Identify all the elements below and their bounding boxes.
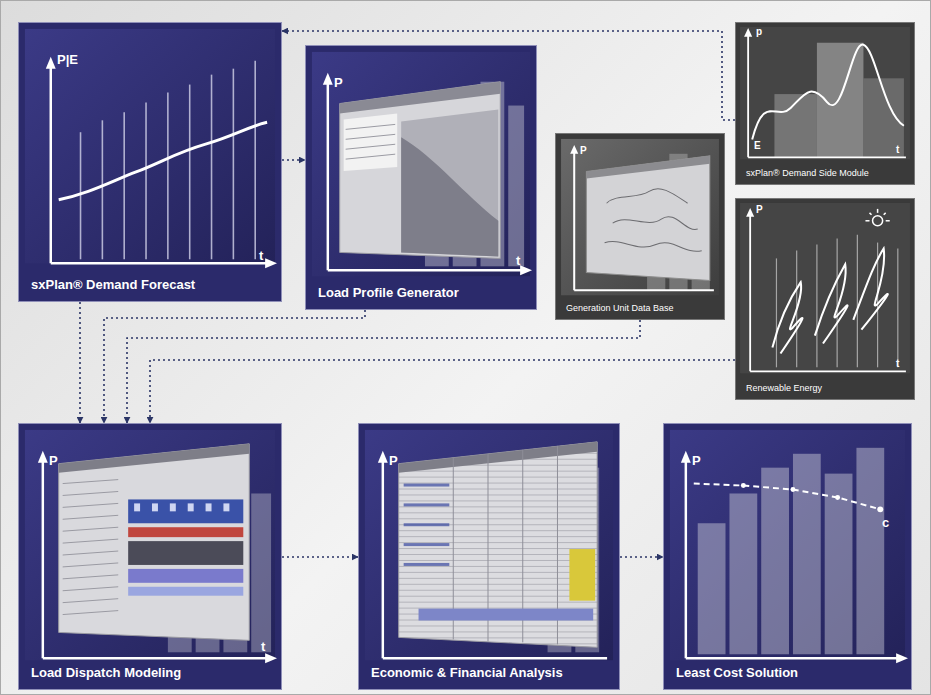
panel-caption: Least Cost Solution <box>676 665 901 680</box>
axis-label: P <box>580 146 587 156</box>
generation-database-panel: Generation Unit Data Base P <box>555 133 725 320</box>
financial-table-chart <box>359 424 619 689</box>
axis-label: t <box>259 249 263 262</box>
load-profile-panel: Load Profile Generator Pt <box>305 45 537 310</box>
least-cost-panel: Least Cost Solution Pc <box>663 423 912 690</box>
panel-caption: Load Profile Generator <box>318 285 526 300</box>
panel-caption: Economic & Financial Analysis <box>371 665 609 680</box>
generation-database-screen <box>556 134 724 319</box>
demand-forecast-panel: sxPlan® Demand Forecast P|E t <box>18 22 282 302</box>
dotted-arrow <box>282 556 358 558</box>
axis-label: t <box>261 640 265 653</box>
axis-label: t <box>896 145 899 155</box>
financial-analysis-panel: Economic & Financial Analysis P <box>358 423 620 690</box>
load-dispatch-chart <box>19 424 281 689</box>
axis-label: P <box>389 454 398 467</box>
load-dispatch-panel: Load Dispatch Modeling Pt <box>18 423 282 690</box>
axis-label: c <box>882 516 889 529</box>
axis-label: P|E <box>57 53 78 66</box>
panel-caption: Load Dispatch Modeling <box>31 665 271 680</box>
panel-caption: Renewable Energy <box>746 383 906 393</box>
demand-side-chart <box>736 23 914 184</box>
panel-caption: sxPlan® Demand Side Module <box>746 168 906 178</box>
axis-label: P <box>756 205 763 215</box>
axis-label: E <box>754 141 761 151</box>
demand-side-panel: sxPlan® Demand Side Module pEt <box>735 22 915 185</box>
axis-label: t <box>896 359 899 369</box>
dotted-arrow <box>620 556 663 558</box>
panel-caption: sxPlan® Demand Forecast <box>31 277 271 292</box>
dotted-arrow <box>127 320 640 423</box>
dotted-arrow <box>79 302 81 423</box>
dotted-arrow <box>282 159 305 161</box>
axis-label: P <box>692 454 701 467</box>
axis-label: t <box>516 254 520 267</box>
panel-caption: Generation Unit Data Base <box>566 303 716 313</box>
axis-label: p <box>756 27 762 37</box>
dotted-arrow <box>150 360 735 423</box>
axis-label: P <box>49 454 58 467</box>
axis-label: P <box>334 76 343 89</box>
renewable-panel: Renewable Energy Pt <box>735 198 915 400</box>
renewable-chart <box>736 199 914 399</box>
least-cost-chart <box>664 424 911 689</box>
dotted-arrow <box>104 310 365 423</box>
